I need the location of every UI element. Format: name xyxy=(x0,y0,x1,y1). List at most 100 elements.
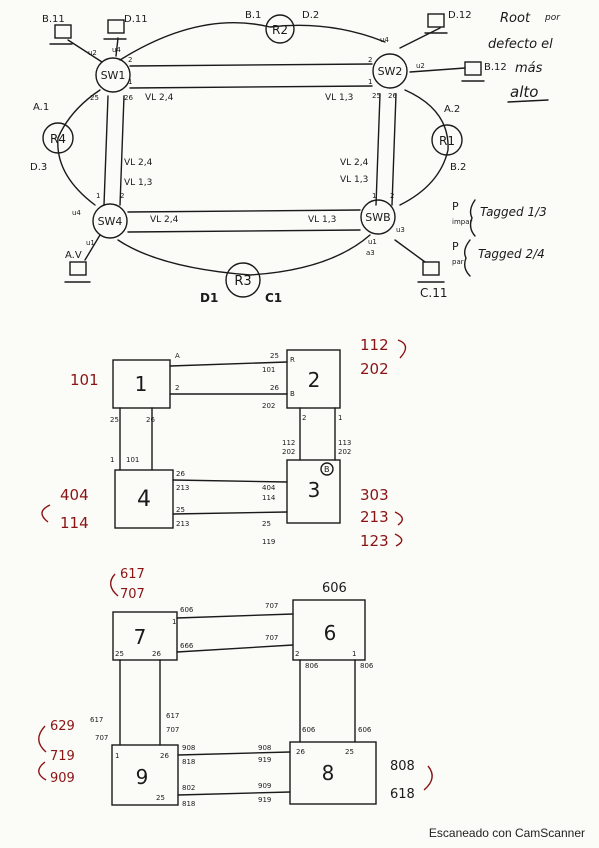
host-c1: C1 xyxy=(265,291,282,305)
svg-text:666: 666 xyxy=(180,642,194,650)
sw2-label: SW2 xyxy=(378,65,403,78)
svg-text:u1: u1 xyxy=(86,239,95,247)
svg-text:213: 213 xyxy=(176,520,189,528)
svg-text:202: 202 xyxy=(282,448,295,456)
switch-sw4 xyxy=(92,203,128,239)
svg-text:u4: u4 xyxy=(112,46,121,54)
svg-text:A: A xyxy=(175,352,180,360)
svg-text:defecto el: defecto el xyxy=(488,37,553,52)
svg-text:618: 618 xyxy=(390,787,415,802)
svg-text:617: 617 xyxy=(166,712,179,720)
pc-icon xyxy=(103,19,127,40)
svg-text:617: 617 xyxy=(90,716,103,724)
svg-text:26: 26 xyxy=(176,470,185,478)
host-d2: D.2 xyxy=(302,10,319,21)
svg-text:2: 2 xyxy=(175,384,179,392)
svg-text:123: 123 xyxy=(360,532,389,550)
link-sw1-sw4-right xyxy=(119,95,125,206)
svg-text:25: 25 xyxy=(156,794,165,802)
svg-text:25: 25 xyxy=(90,94,99,102)
svg-text:303: 303 xyxy=(360,486,389,504)
svg-text:26: 26 xyxy=(270,384,279,392)
vlan-label: VL 2,4 xyxy=(145,93,174,103)
svg-text:26: 26 xyxy=(152,650,161,658)
pc-icon xyxy=(64,261,91,283)
host-b1: B.1 xyxy=(245,10,261,21)
svg-text:112: 112 xyxy=(282,439,295,447)
svg-text:25: 25 xyxy=(115,650,124,658)
pc-icon xyxy=(49,24,73,45)
box-4-label: 4 xyxy=(137,487,151,512)
link-sw1-sw4-left xyxy=(103,95,109,206)
svg-text:719: 719 xyxy=(50,749,75,764)
link-sw1-sw2-top xyxy=(129,63,373,67)
svg-text:u2: u2 xyxy=(416,62,425,70)
pc-icon xyxy=(417,261,445,283)
box-4 xyxy=(114,469,174,529)
svg-text:119: 119 xyxy=(262,538,275,546)
svg-text:1: 1 xyxy=(110,456,114,464)
svg-text:202: 202 xyxy=(338,448,351,456)
box-7-label: 7 xyxy=(134,625,147,649)
r2-label: R2 xyxy=(272,23,288,37)
host-av: A.V xyxy=(65,250,82,261)
svg-text:806: 806 xyxy=(305,662,319,670)
svg-text:u2: u2 xyxy=(88,49,97,57)
svg-text:617: 617 xyxy=(120,567,145,582)
svg-text:818: 818 xyxy=(182,800,195,808)
svg-text:802: 802 xyxy=(182,784,195,792)
router-r4 xyxy=(42,122,74,154)
svg-text:u1: u1 xyxy=(368,238,377,246)
svg-text:26: 26 xyxy=(160,752,169,760)
svg-text:1: 1 xyxy=(372,192,376,200)
svg-text:908: 908 xyxy=(258,744,271,752)
box-2 xyxy=(286,349,341,409)
svg-text:25: 25 xyxy=(372,92,381,100)
svg-text:B: B xyxy=(290,390,295,398)
svg-text:1: 1 xyxy=(172,618,176,626)
bottom-topology: 7 6 9 8 617 707 606 629 719 909 808 618 … xyxy=(38,567,433,808)
link-sw2-swb-right xyxy=(391,93,397,206)
note-root: Root xyxy=(500,11,531,26)
host-d1: D1 xyxy=(200,291,218,305)
box-6 xyxy=(292,599,366,661)
svg-text:a3: a3 xyxy=(366,249,375,257)
svg-text:606: 606 xyxy=(322,581,347,596)
svg-text:707: 707 xyxy=(265,602,278,610)
svg-text:202: 202 xyxy=(360,360,389,378)
pc-icon xyxy=(424,13,448,34)
svg-text:26: 26 xyxy=(124,94,133,102)
vlan-label: VL 1,3 xyxy=(325,93,353,103)
svg-text:1: 1 xyxy=(115,752,119,760)
host-d12: D.12 xyxy=(448,10,472,21)
svg-text:112: 112 xyxy=(360,336,389,354)
svg-text:alto: alto xyxy=(510,83,538,101)
svg-text:1: 1 xyxy=(338,414,342,422)
svg-text:u4: u4 xyxy=(72,209,81,217)
host-c11: C.11 xyxy=(420,286,447,300)
host-a1: A.1 xyxy=(33,102,49,113)
box-1-label: 1 xyxy=(135,372,148,396)
svg-text:213: 213 xyxy=(360,508,389,526)
svg-text:par: par xyxy=(452,258,464,266)
switch-swb xyxy=(360,199,396,235)
svg-text:1: 1 xyxy=(352,650,356,658)
svg-text:2: 2 xyxy=(368,56,372,64)
svg-text:B: B xyxy=(324,465,330,474)
box-9 xyxy=(111,744,179,806)
svg-text:2: 2 xyxy=(302,414,306,422)
link-sw2-swb-left xyxy=(375,93,381,206)
link-sw1-r2-sw2 xyxy=(119,22,386,61)
host-d11: D.11 xyxy=(124,14,148,25)
svg-text:114: 114 xyxy=(60,514,89,532)
link-sw1-sw2-bottom xyxy=(129,85,373,89)
svg-text:213: 213 xyxy=(176,484,189,492)
svg-text:u3: u3 xyxy=(396,226,405,234)
box-2-label: 2 xyxy=(308,368,321,392)
vlan-label: VL 2,4 xyxy=(124,158,153,168)
svg-text:26: 26 xyxy=(296,748,305,756)
svg-text:2: 2 xyxy=(128,56,132,64)
box-7 xyxy=(112,611,178,661)
svg-text:909: 909 xyxy=(258,782,271,790)
vlan-label: VL 1,3 xyxy=(340,175,368,185)
